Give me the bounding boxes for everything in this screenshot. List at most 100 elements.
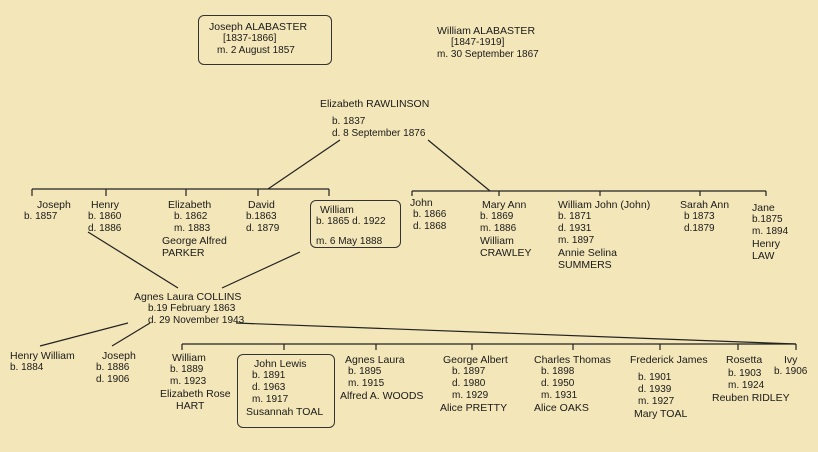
person-born: b. 1860 (88, 211, 122, 222)
person-sarah-ann-1873: Sarah Ann b 1873 d.1879 (680, 199, 729, 235)
line-william-to-agnes (221, 251, 301, 289)
person-marriage: m. 1894 (752, 226, 789, 237)
person-marriage: m. 1927 (638, 396, 675, 407)
person-joseph-1886: Joseph b. 1886 d. 1906 (96, 350, 136, 386)
person-marriage: m. 1924 (728, 380, 765, 391)
person-jane-1875: Jane b.1875 m. 1894 Henry LAW (752, 202, 788, 262)
person-ivy-1906: Ivy b. 1906 (770, 354, 807, 378)
person-spouse: Mary TOAL (634, 408, 688, 420)
person-born: b. 1897 (452, 366, 486, 377)
person-henry-william-1884: Henry William b. 1884 (10, 350, 75, 374)
person-born: b. 1898 (541, 366, 575, 377)
person-name: William John (John) (558, 199, 651, 211)
person-william-alabaster: William ALABASTER [1847-1919] m. 30 Sept… (437, 25, 539, 61)
person-died: d. 1963 (252, 382, 286, 393)
person-name: Joseph ALABASTER (209, 21, 308, 33)
person-joseph-1857: Joseph b. 1857 (24, 199, 71, 223)
person-name: Elizabeth RAWLINSON (320, 98, 430, 110)
person-name: Rosetta (726, 354, 763, 366)
person-name: William (320, 204, 354, 216)
person-name: John Lewis (254, 358, 307, 370)
person-born: b. 1901 (638, 372, 672, 383)
person-name: Joseph (37, 199, 71, 211)
person-john-1866: John b. 1866 d. 1868 (410, 197, 446, 233)
person-name: Mary Ann (482, 199, 527, 211)
person-joseph-alabaster: Joseph ALABASTER [1837-1866] m. 2 August… (209, 21, 307, 57)
person-elizabeth-1862: Elizabeth b. 1862 m. 1883 George Alfred … (162, 199, 227, 259)
william-1865-box (310, 200, 401, 248)
person-born: b 1873 (684, 211, 715, 222)
person-rosetta-1903: Rosetta b. 1903 m. 1924 Reuben RIDLEY (712, 354, 790, 404)
person-born: b. 1906 (774, 366, 808, 377)
person-agnes-laura-collins: Agnes Laura COLLINS b.19 February 1863 d… (134, 291, 244, 327)
person-spouse: Annie Selina (558, 247, 617, 259)
person-charles-thomas-1898: Charles Thomas b. 1898 d. 1950 m. 1931 A… (534, 354, 611, 414)
person-name: Henry William (10, 350, 75, 362)
person-name: Frederick James (630, 354, 708, 366)
person-frederick-james-1901: Frederick James b. 1901 d. 1939 m. 1927 … (630, 354, 708, 420)
person-name: Elizabeth (168, 199, 212, 211)
person-died: d. 1886 (88, 223, 122, 234)
person-name: Agnes Laura (345, 354, 405, 366)
person-marriage: m. 1897 (558, 235, 595, 246)
person-david-1863: David b.1863 d. 1879 (246, 199, 279, 235)
person-william-john-1871: William John (John) b. 1871 d. 1931 m. 1… (558, 199, 650, 271)
person-dates: [1837-1866] (223, 33, 277, 44)
person-born: b. 1895 (348, 366, 382, 377)
person-died: d. 29 November 1943 (148, 315, 245, 326)
person-died: d.1879 (684, 223, 715, 234)
person-born: b. 1871 (558, 211, 592, 222)
person-name: William (172, 352, 206, 364)
person-name: Jane (752, 202, 775, 214)
person-died: d. 1931 (558, 223, 592, 234)
person-died: d. 1906 (96, 374, 130, 385)
person-spouse-surname: HART (176, 400, 205, 412)
person-spouse: George Alfred (162, 235, 227, 247)
person-marriage: m. 1915 (348, 378, 385, 389)
person-born: b.19 February 1863 (148, 303, 236, 314)
person-spouse-surname: SUMMERS (558, 259, 612, 271)
person-name: David (248, 199, 275, 211)
person-born: b.1863 (246, 211, 277, 222)
person-marriage: m. 2 August 1857 (217, 45, 295, 56)
person-died: d. 1879 (246, 223, 280, 234)
person-spouse: Alice PRETTY (440, 402, 508, 414)
person-born: b. 1869 (480, 211, 514, 222)
line-agnes-to-joseph-1886 (111, 322, 151, 347)
person-died: d. 1980 (452, 378, 486, 389)
person-name: George Albert (443, 354, 508, 366)
person-born: b. 1903 (728, 368, 762, 379)
person-born: b.1875 (752, 214, 783, 225)
person-born: b. 1837 (332, 116, 366, 127)
person-name: Henry (91, 199, 120, 211)
person-george-albert-1897: George Albert b. 1897 d. 1980 m. 1929 Al… (440, 354, 508, 414)
person-born: b. 1889 (170, 364, 204, 375)
person-spouse: Susannah TOAL (246, 406, 324, 418)
person-spouse: Reuben RIDLEY (712, 392, 790, 404)
person-marriage: m. 6 May 1888 (316, 236, 383, 247)
person-name: Ivy (784, 354, 798, 366)
person-name: Sarah Ann (680, 199, 730, 211)
person-agnes-laura-1895: Agnes Laura b. 1895 m. 1915 Alfred A. WO… (340, 354, 423, 402)
person-spouse: Alfred A. WOODS (340, 390, 424, 402)
person-born: b. 1857 (24, 211, 58, 222)
person-dates: b. 1865 d. 1922 (316, 216, 386, 227)
person-spouse-surname: LAW (752, 250, 775, 262)
line-elizabeth-to-children (267, 139, 341, 190)
person-died: d. 1868 (413, 221, 447, 232)
person-henry-1860: Henry b. 1860 d. 1886 (88, 199, 121, 235)
person-spouse: Henry (752, 238, 781, 250)
line-agnes-to-henry-william (39, 322, 129, 347)
person-name: Agnes Laura COLLINS (134, 291, 242, 303)
person-died: d. 1950 (541, 378, 575, 389)
person-marriage: m. 1917 (252, 394, 289, 405)
person-spouse-surname: CRAWLEY (480, 247, 532, 259)
person-name: Joseph (102, 350, 136, 362)
person-john-lewis-1891: John Lewis b. 1891 d. 1963 m. 1917 Susan… (246, 358, 323, 418)
person-william-1889: William b. 1889 m. 1923 Elizabeth Rose H… (160, 352, 231, 412)
person-born: b. 1862 (174, 211, 208, 222)
person-born: b. 1884 (10, 362, 44, 373)
person-born: b. 1866 (413, 209, 447, 220)
line-henry-to-agnes (87, 231, 179, 289)
